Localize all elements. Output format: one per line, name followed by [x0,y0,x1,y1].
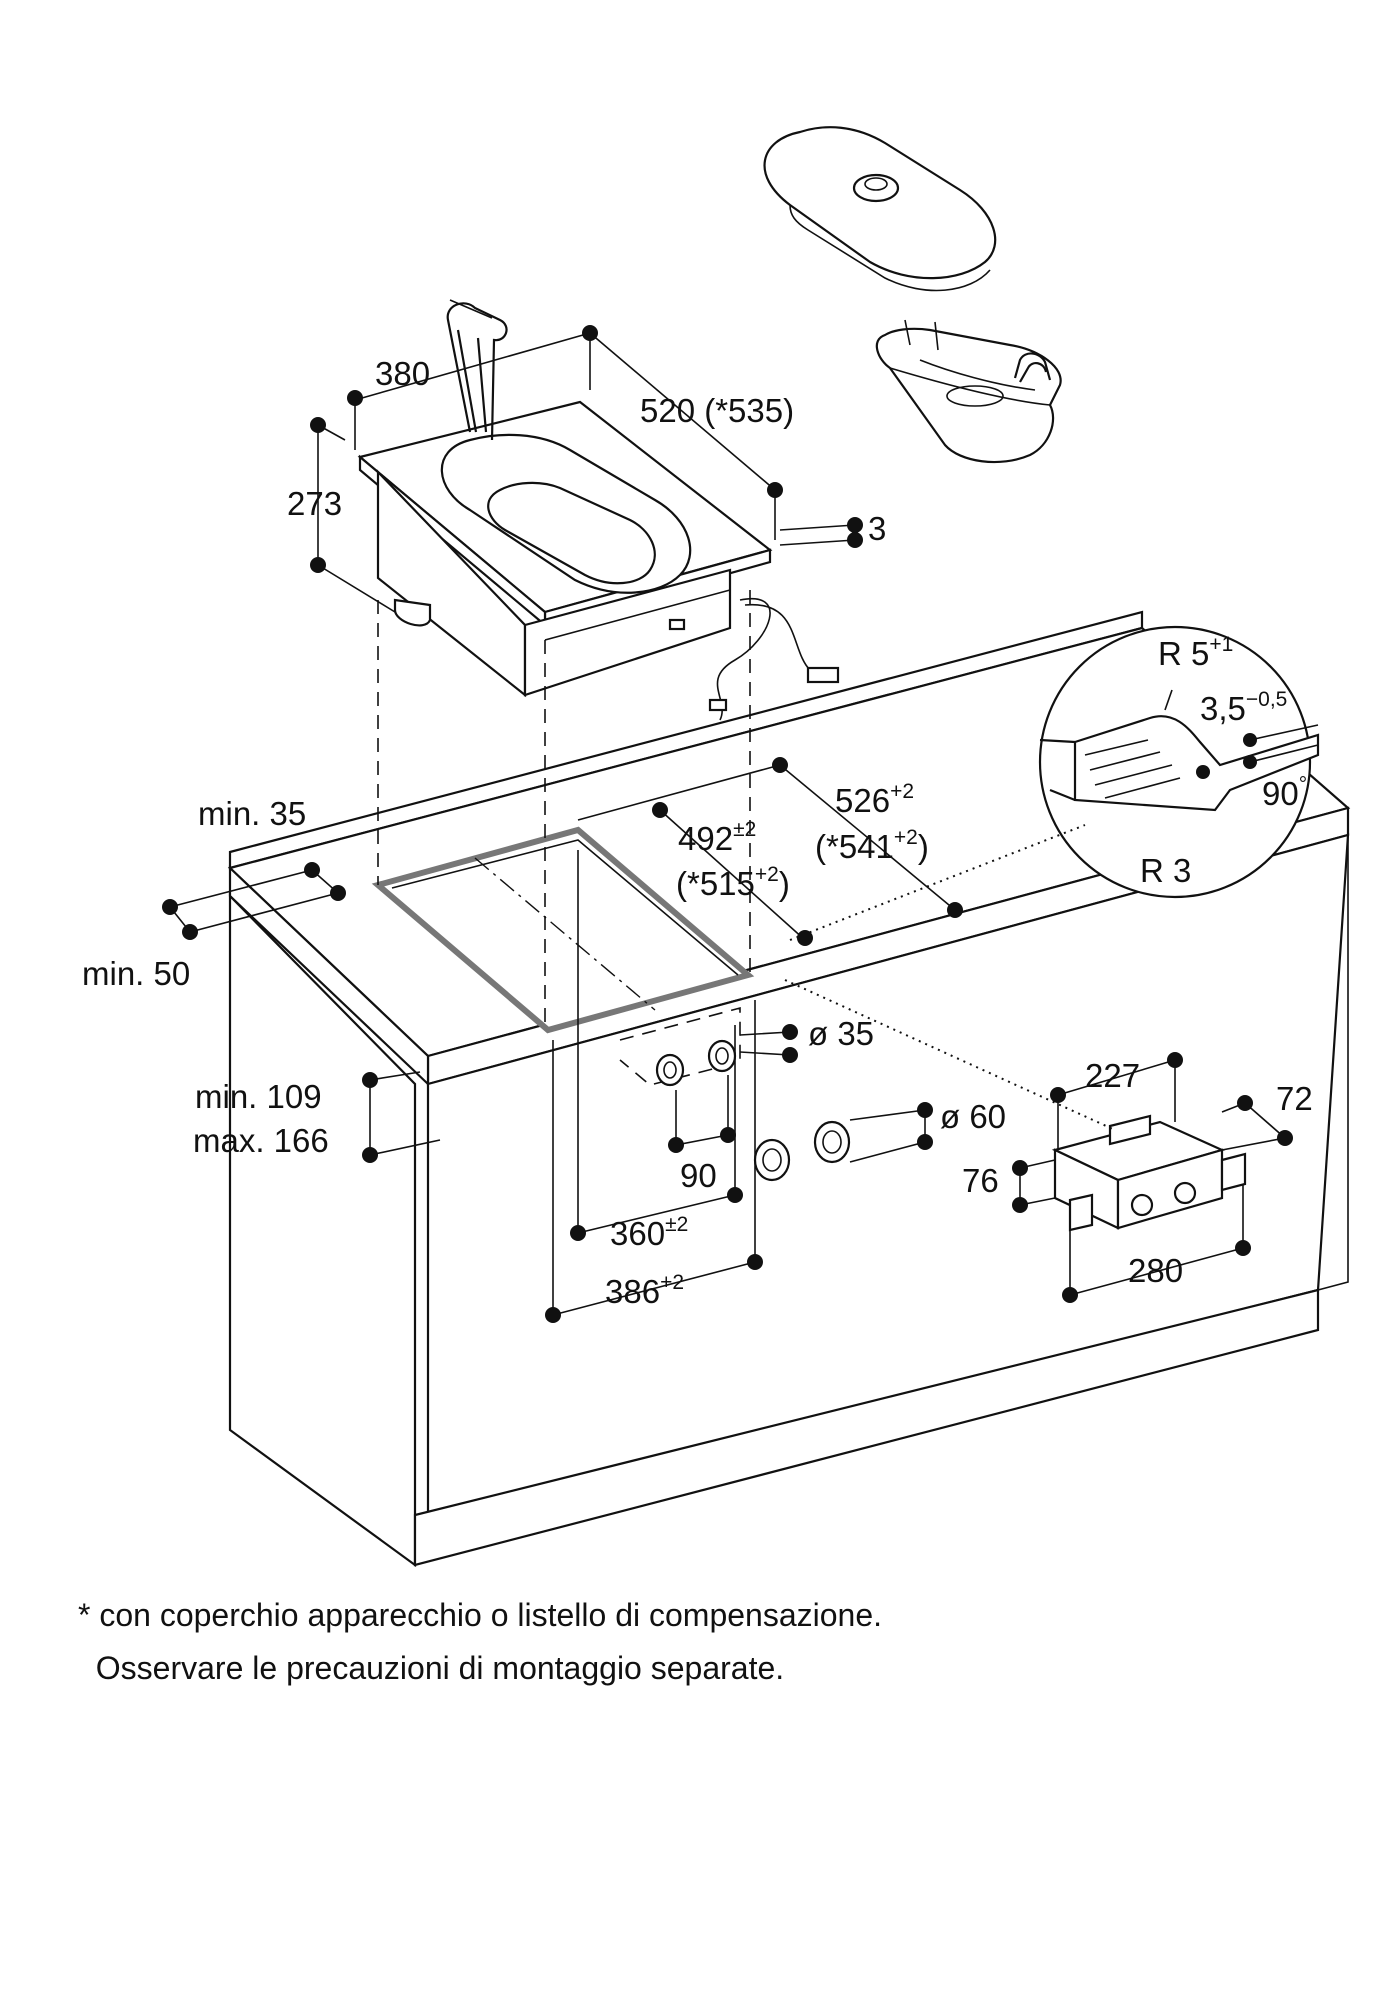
control-panel-cutout [619,1006,851,1182]
footnote-line-2: Osservare le precauzioni di montaggio se… [78,1650,785,1686]
label-360: 360±2 [610,1213,688,1252]
label-3-5: 3,5−0,5 [1200,688,1287,727]
fryer-lid [763,126,997,292]
control-unit-box [1051,1114,1247,1232]
label-max-166: max. 166 [193,1122,329,1159]
label-72: 72 [1276,1080,1313,1117]
label-min-50: min. 50 [82,955,190,992]
label-90: 90 [680,1157,717,1194]
label-min-35: min. 35 [198,795,306,832]
label-273: 273 [287,485,342,522]
label-r3: R 3 [1140,852,1191,889]
label-dia-35: ø 35 [808,1015,874,1052]
edge-detail-magnifier [1038,625,1320,899]
label-526: 526+2 [835,780,914,819]
label-280: 280 [1128,1252,1183,1289]
label-386: 386+2 [605,1271,684,1310]
fryer-appliance [357,299,840,721]
label-3: 3 [868,510,886,547]
label-380: 380 [375,355,430,392]
dimension-lines [169,332,1319,1316]
label-515: (*515+2) [676,863,790,902]
dimension-markers [162,325,1293,1323]
label-492: 492±2 [678,818,756,857]
fryer-basket [875,319,1062,464]
label-r5: R 5+1 [1158,633,1233,672]
label-dia-60: ø 60 [940,1098,1006,1135]
footnote-line-1: * con coperchio apparecchio o listello d… [78,1597,883,1633]
label-76: 76 [962,1162,999,1199]
dimension-labels: 380 520 (*535) 273 3 min. 35 min. 50 526… [82,355,1313,1310]
label-227: 227 [1085,1057,1140,1094]
label-min-109: min. 109 [195,1078,322,1115]
label-90-deg: 90° [1262,773,1307,812]
label-520: 520 (*535) [640,392,794,429]
label-541: (*541+2) [815,826,929,865]
